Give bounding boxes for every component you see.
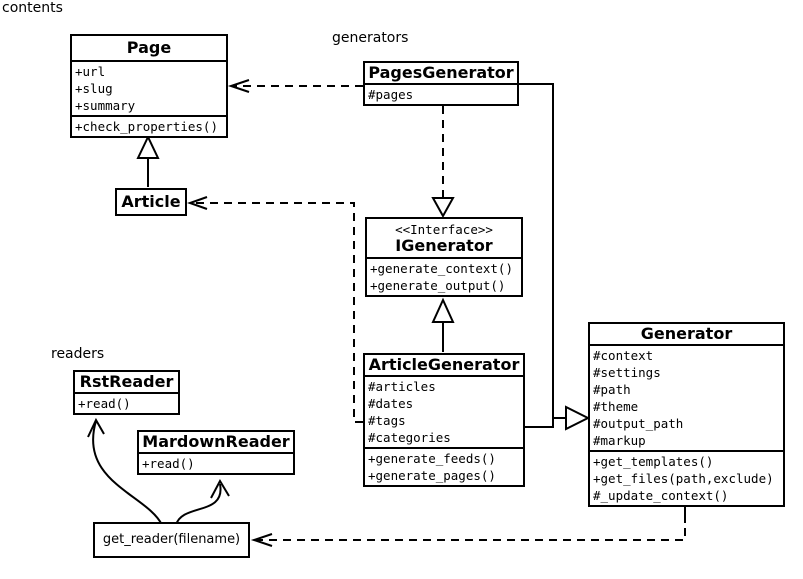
- attribute: #dates: [368, 396, 414, 411]
- method: +generate_feeds(): [368, 451, 496, 466]
- class-mardownreader-methods: +read(): [139, 452, 293, 473]
- class-generator-attributes: #context #settings #path #theme #output_…: [590, 344, 783, 450]
- class-article: Article: [115, 188, 187, 216]
- class-page-attributes: +url +slug +summary: [72, 60, 226, 115]
- method: +get_templates(): [593, 454, 714, 469]
- class-rstreader: RstReader +read(): [73, 370, 180, 415]
- class-pagesgenerator-attributes: #pages: [365, 83, 517, 104]
- attribute: #output_path: [593, 416, 684, 431]
- method: +read(): [142, 456, 195, 471]
- class-article-name: Article: [121, 192, 181, 211]
- class-articlegenerator: ArticleGenerator #articles #dates #tags …: [363, 353, 525, 487]
- attribute: #path: [593, 382, 631, 397]
- attribute: #articles: [368, 379, 436, 394]
- get-reader-box: get_reader(filename): [93, 522, 250, 558]
- class-articlegenerator-name: ArticleGenerator: [368, 355, 520, 374]
- class-igenerator-methods: +generate_context() +generate_output(): [367, 257, 521, 295]
- attribute: +url: [75, 64, 106, 79]
- method: #_update_context(): [593, 488, 729, 503]
- attribute: #tags: [368, 413, 406, 428]
- class-igenerator: <<Interface>> IGenerator +generate_conte…: [365, 217, 523, 297]
- generalization-generators-to-generator: [518, 83, 591, 431]
- class-rstreader-name: RstReader: [79, 372, 174, 391]
- arrow-getreader-to-mardownreader: [175, 478, 230, 526]
- attribute: #pages: [368, 87, 414, 102]
- arrow-getreader-to-rstreader: [87, 417, 163, 526]
- attribute: #categories: [368, 430, 451, 445]
- class-generator: Generator #context #settings #path #them…: [588, 322, 785, 507]
- method: +generate_context(): [370, 261, 513, 276]
- class-igenerator-stereotype: <<Interface>>: [395, 222, 493, 237]
- generalization-articlegenerator-to-igenerator: [431, 297, 455, 352]
- package-readers-label: readers: [51, 346, 105, 362]
- attribute: #context: [593, 348, 654, 363]
- class-page-name: Page: [126, 38, 172, 57]
- attribute: +slug: [75, 81, 113, 96]
- generalization-article-to-page: [136, 134, 160, 187]
- class-generator-name: Generator: [640, 324, 733, 343]
- dependency-articlegenerator-to-article: [186, 196, 363, 423]
- method: +check_properties(): [75, 119, 218, 134]
- attribute: #theme: [593, 399, 639, 414]
- dependency-pagesgenerator-to-page: [227, 79, 363, 93]
- method: +read(): [78, 396, 131, 411]
- method: +generate_pages(): [368, 468, 496, 483]
- class-igenerator-name: IGenerator: [395, 236, 493, 255]
- realization-pagesgenerator-to-igenerator: [431, 106, 455, 219]
- class-mardownreader-name: MardownReader: [142, 432, 290, 451]
- class-articlegenerator-methods: +generate_feeds() +generate_pages(): [365, 447, 523, 485]
- class-page-methods: +check_properties(): [72, 115, 226, 136]
- method: +generate_output(): [370, 278, 506, 293]
- attribute: +summary: [75, 98, 136, 113]
- class-rstreader-methods: +read(): [75, 392, 178, 413]
- package-contents-label: contents: [2, 0, 63, 16]
- class-mardownreader: MardownReader +read(): [137, 430, 295, 475]
- package-generators-label: generators: [332, 30, 409, 46]
- class-pagesgenerator-name: PagesGenerator: [368, 63, 514, 82]
- class-page: Page +url +slug +summary +check_properti…: [70, 34, 228, 138]
- attribute: #markup: [593, 433, 646, 448]
- attribute: #settings: [593, 365, 661, 380]
- class-pagesgenerator: PagesGenerator #pages: [363, 61, 519, 106]
- class-generator-methods: +get_templates() +get_files(path,exclude…: [590, 450, 783, 505]
- dependency-generator-to-getreader: [250, 502, 686, 547]
- class-articlegenerator-attributes: #articles #dates #tags #categories: [365, 375, 523, 447]
- method: +get_files(path,exclude): [593, 471, 774, 486]
